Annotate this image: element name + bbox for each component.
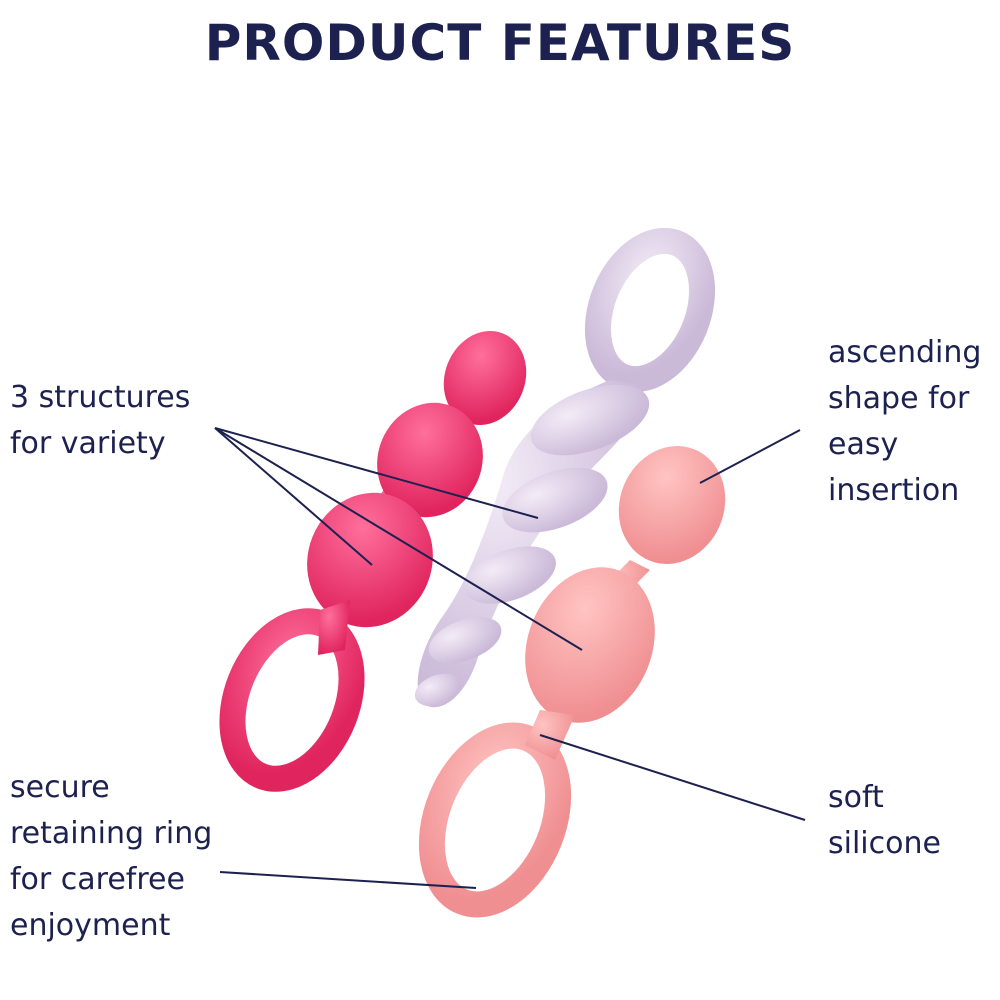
- feature-retaining-ring: secure retaining ring for carefree enjoy…: [10, 765, 212, 949]
- feature-ascending-line: insertion: [828, 473, 960, 508]
- feature-structures: 3 structures for variety: [10, 375, 190, 467]
- feature-silicone-line: soft: [828, 780, 884, 815]
- feature-ascending-shape: ascending shape for easy insertion: [828, 330, 981, 514]
- lavender-spiral-plug: [414, 227, 716, 708]
- feature-ascending-line: easy: [828, 427, 899, 462]
- feature-ring-line: secure: [10, 770, 110, 805]
- feature-ascending-line: ascending: [828, 335, 982, 370]
- peach-graduated-plug: [418, 446, 726, 918]
- feature-silicone-line: silicone: [828, 826, 941, 861]
- feature-ascending-line: shape for: [828, 381, 970, 416]
- feature-soft-silicone: soft silicone: [828, 775, 941, 867]
- page-title: PRODUCT FEATURES: [204, 14, 796, 72]
- feature-ring-line: for carefree: [10, 862, 185, 897]
- feature-structures-line: 3 structures: [10, 380, 191, 415]
- feature-structures-line: for variety: [10, 426, 166, 461]
- feature-ring-line: retaining ring: [10, 816, 213, 851]
- feature-ring-line: enjoyment: [10, 908, 171, 943]
- pink-beaded-plug: [219, 331, 527, 792]
- callout-lines: [214, 427, 806, 889]
